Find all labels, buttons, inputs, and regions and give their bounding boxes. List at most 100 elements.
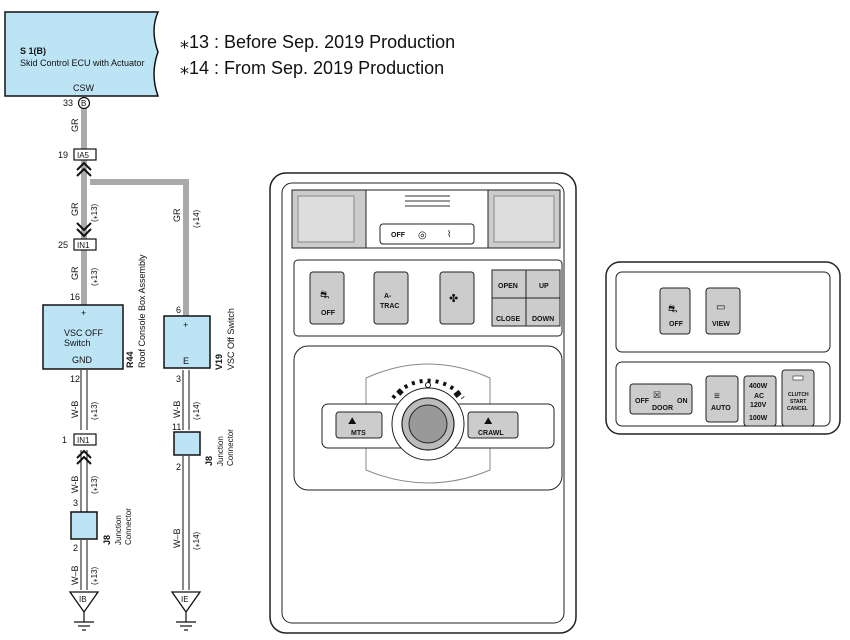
crawl-label: CRAWL — [478, 430, 504, 437]
camera-view-icon: ▭ — [716, 302, 725, 313]
ground-ib: IB — [68, 591, 100, 631]
wire-label-wb-5: W–B — [172, 528, 182, 548]
r44-ref: R44 — [125, 351, 135, 368]
wire-label-gr-4: GR — [70, 266, 80, 280]
ac-120-label: 120V — [750, 402, 767, 409]
wire-label-v13-5: (⁎13) — [90, 566, 99, 585]
in1-bottom-pin: 1 — [62, 435, 67, 445]
view-label: VIEW — [712, 321, 730, 328]
headlight-icon: ≡ — [714, 391, 720, 402]
down-label: DOWN — [532, 316, 554, 323]
skid-control-ecu: S 1(B) Skid Control ECU with Actuator CS… — [4, 11, 160, 97]
car-skid-icon: ⛐ — [668, 303, 678, 315]
wire-label-v14-2: (⁎14) — [192, 401, 201, 420]
ecu-pin-circle — [77, 96, 91, 110]
vsc-off-switch-r44: 16 + VSC OFF Switch GND 12 R44 Roof Cons… — [42, 254, 147, 384]
v19-name: VSC Off Switch — [226, 308, 236, 370]
r44-pin-bottom: 12 — [70, 374, 80, 384]
car-skid-icon: ⛐ — [320, 289, 330, 301]
wire-labels: GR GR (⁎13) GR (⁎14) GR (⁎13) W-B (⁎13) … — [70, 118, 201, 585]
vsc-off-switch-v19: 6 + E 3 V19 VSC Off Switch — [163, 305, 236, 384]
ecu-pin-letter: B — [81, 99, 86, 108]
ac-400-label: 400W — [749, 383, 768, 390]
jl-pin-top: 3 — [73, 498, 78, 508]
note-13: ⁎13 : Before Sep. 2019 Production — [180, 32, 455, 52]
clutch-label-2: START — [790, 399, 806, 405]
in1-bottom-label: IN1 — [77, 436, 90, 445]
r44-name-2: Switch — [64, 338, 91, 348]
instrument-panel-illustration: ⛐ OFF ▭ VIEW OFF ☒ DOOR ON ≡ AUTO 400W A… — [605, 261, 841, 435]
clutch-label-1: CLUTCH — [788, 392, 809, 398]
jl-ref: J8 — [102, 535, 112, 545]
jr-name-2: Connector — [226, 429, 235, 466]
junction-connector-left: 3 2 J8 Junction Connector — [70, 498, 133, 553]
up-label: UP — [539, 283, 549, 290]
lamp-door-icon: ⌇ — [447, 229, 451, 239]
r44-pin-top: 16 — [70, 292, 80, 302]
wire-label-wb-2: W-B — [70, 476, 80, 493]
top-panel-off: OFF — [391, 232, 406, 239]
wire-label-gr-1: GR — [70, 118, 80, 132]
wire-label-v14-3: (⁎14) — [192, 531, 201, 550]
wire-label-wb-1: W-B — [70, 401, 80, 418]
in1-top-pin: 25 — [58, 240, 68, 250]
diff-lock-icon: ✤ — [449, 293, 458, 305]
ia5-label: IA5 — [77, 151, 90, 160]
crawl-icon: ⛰ — [484, 416, 493, 427]
connector-in1-top: 25 IN1 — [58, 222, 97, 251]
ecu-ref: S 1(B) — [20, 46, 46, 56]
wire-label-v13-4: (⁎13) — [90, 475, 99, 494]
jl-name-1: Junction — [114, 515, 123, 545]
wire-label-v13-2: (⁎13) — [90, 267, 99, 286]
chevron-down-icon — [76, 222, 92, 238]
v19-pin-top: 6 — [176, 305, 181, 315]
r-vsc-off-label: OFF — [669, 321, 684, 328]
ecu-name: Skid Control ECU with Actuator — [20, 58, 145, 68]
gr-wires — [81, 109, 189, 320]
wire-label-v14-1: (⁎14) — [192, 209, 201, 228]
r44-gnd: GND — [72, 355, 93, 365]
atrac-label-2: TRAC — [380, 303, 399, 310]
ecu-terminal: CSW — [73, 83, 95, 93]
ground-ib-label: IB — [79, 595, 87, 604]
door-off-label: OFF — [635, 398, 650, 405]
wb-wires — [80, 370, 190, 590]
roof-console-illustration: OFF ◎ ⌇ ⛐ OFF A- TRAC ✤ OPEN UP CLOSE DO… — [269, 172, 577, 634]
connector-ia5: 19 IA5 — [58, 148, 97, 177]
jl-name-2: Connector — [124, 508, 133, 545]
ground-ie-label: IE — [181, 595, 189, 604]
jr-name-1: Junction — [216, 436, 225, 466]
auto-label: AUTO — [711, 405, 731, 412]
wire-label-gr-2: GR — [70, 202, 80, 216]
door-label: DOOR — [652, 405, 673, 412]
jr-ref: J8 — [204, 456, 214, 466]
r44-assembly: Roof Console Box Assembly — [137, 254, 147, 368]
connector-in1-bottom: 1 IN1 — [62, 433, 97, 465]
atrac-label-1: A- — [384, 293, 392, 300]
wire-label-gr-3: GR — [172, 208, 182, 222]
wire-label-v13-1: (⁎13) — [90, 203, 99, 222]
jr-pin-bottom: 2 — [176, 462, 181, 472]
open-label: OPEN — [498, 283, 518, 290]
junction-connector-right: 11 2 J8 Junction Connector — [172, 422, 235, 472]
jr-pin-top: 11 — [172, 422, 181, 432]
vsc-off-label: OFF — [321, 310, 336, 317]
v19-e: E — [183, 356, 189, 366]
r44-plus: + — [81, 308, 86, 318]
lamp-icon: ◎ — [418, 230, 427, 241]
v19-ref: V19 — [214, 354, 224, 370]
jl-pin-bottom: 2 — [73, 543, 78, 553]
note-14: ⁎14 : From Sep. 2019 Production — [180, 58, 444, 78]
wire-label-wb-3: W–B — [70, 565, 80, 585]
ac-label: AC — [754, 393, 764, 400]
v19-pin-bottom: 3 — [176, 374, 181, 384]
door-on-label: ON — [677, 398, 688, 405]
v19-plus: + — [183, 320, 188, 330]
door-icon: ☒ — [653, 390, 661, 400]
vsc-off-button-icon — [309, 271, 345, 325]
wire-label-v13-3: (⁎13) — [90, 401, 99, 420]
clutch-label-3: CANCEL — [787, 406, 808, 412]
chevron-up-icon — [76, 449, 92, 465]
ecu-pin: 33 — [63, 98, 73, 108]
